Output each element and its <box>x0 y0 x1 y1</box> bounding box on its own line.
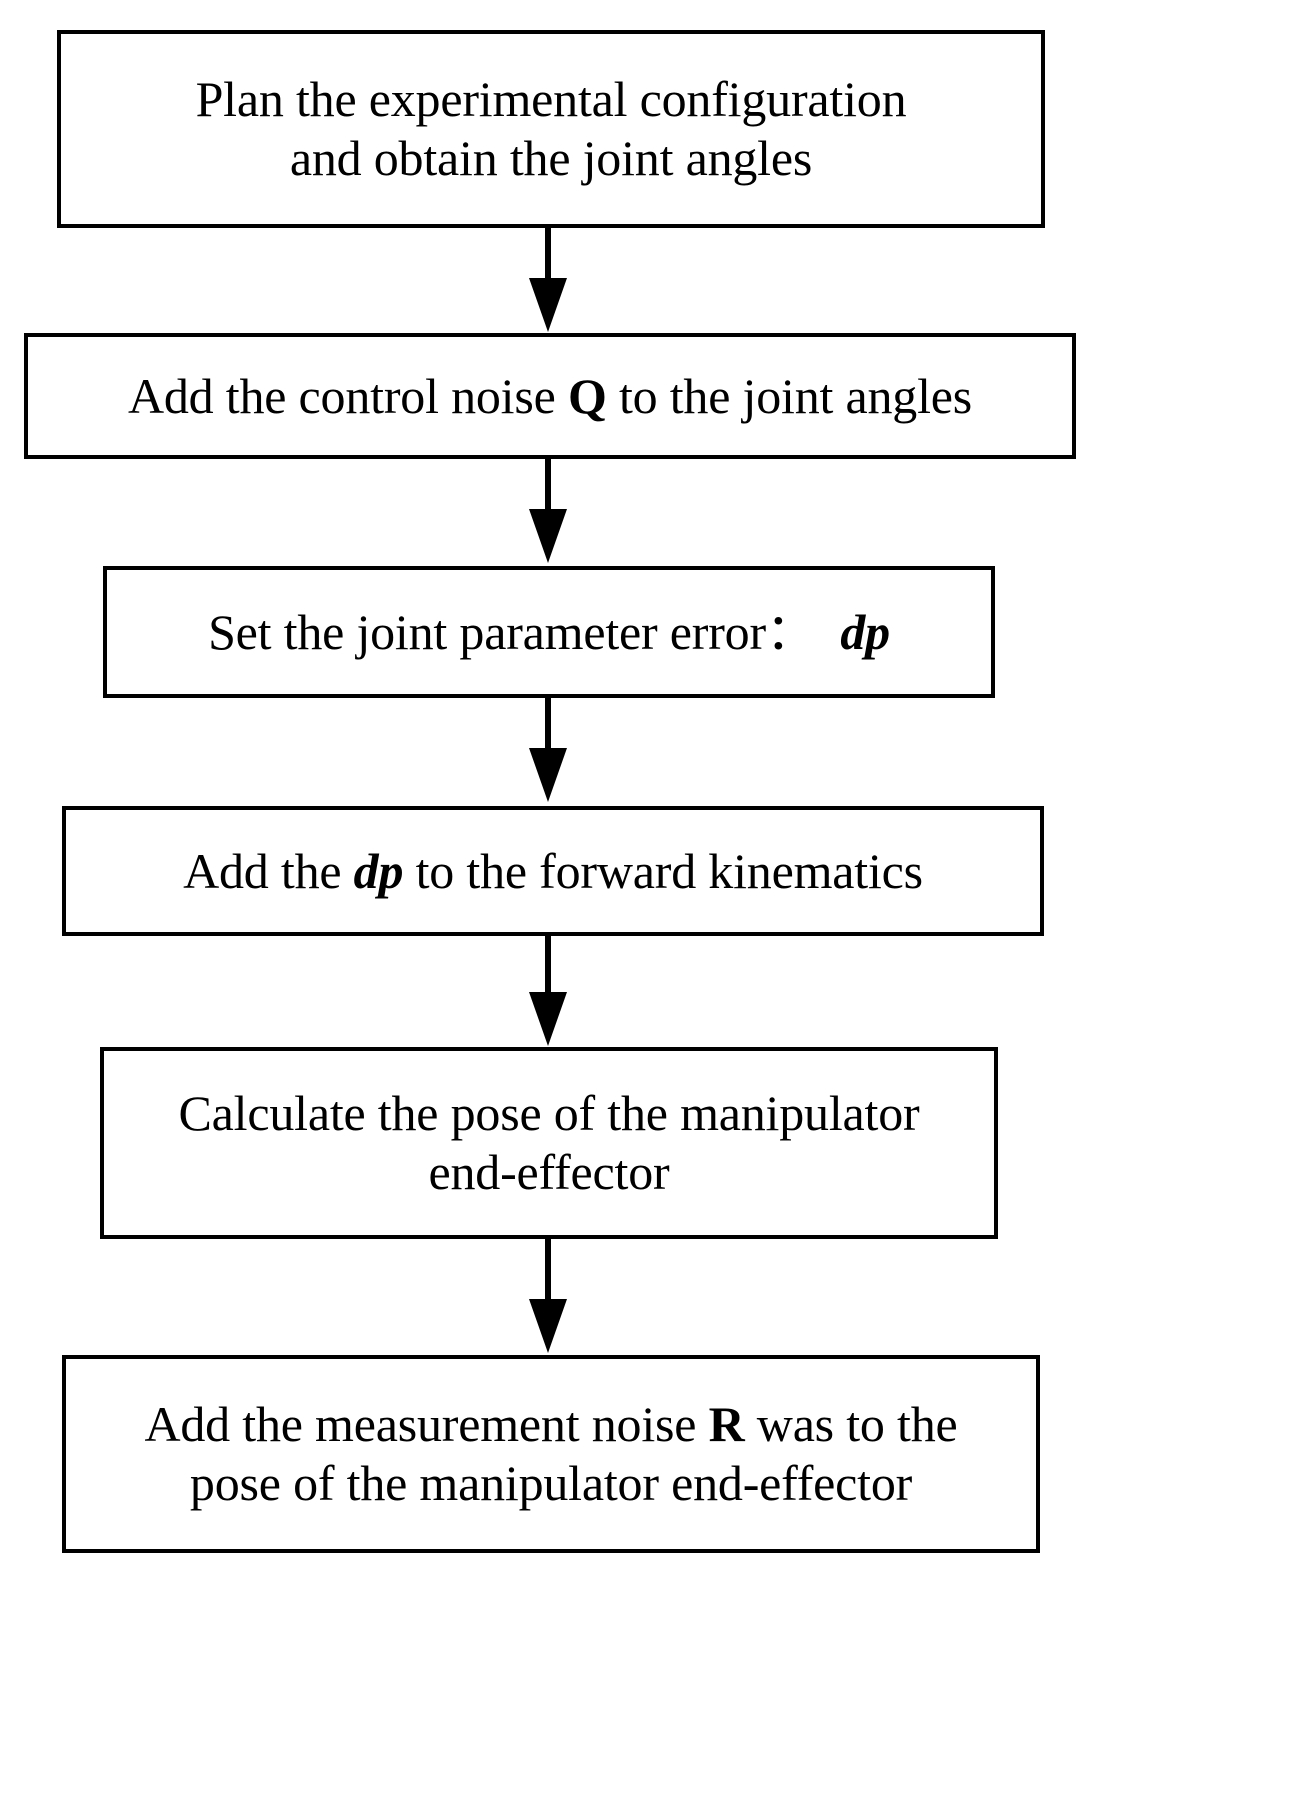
flow-node-3-text: Set the joint parameter error： dp <box>121 603 977 662</box>
flow-node-2-symbol-q: Q <box>567 367 607 424</box>
flow-node-6-text: Add the measurement noise R was to the p… <box>80 1395 1022 1513</box>
flow-node-3-symbol-dp: dp <box>840 603 890 660</box>
flow-node-plan-experimental-configuration[interactable]: Plan the experimental configuration and … <box>57 30 1045 228</box>
flow-node-1-text: Plan the experimental configuration and … <box>75 70 1027 188</box>
flow-node-calculate-pose[interactable]: Calculate the pose of the manipulator en… <box>100 1047 998 1239</box>
flow-node-4-suffix: to the forward kinematics <box>403 842 924 899</box>
flow-node-5-line-2: end-effector <box>428 1144 670 1200</box>
flow-node-2-text: Add the control noise Q to the joint ang… <box>42 367 1058 426</box>
flow-arrow-5-to-6-stem <box>545 1239 551 1301</box>
flow-arrow-1-to-2-head <box>529 278 567 332</box>
flow-node-2-suffix: to the joint angles <box>606 367 973 424</box>
flow-node-set-joint-parameter-error[interactable]: Set the joint parameter error： dp <box>103 566 995 698</box>
flow-node-add-control-noise[interactable]: Add the control noise Q to the joint ang… <box>24 333 1076 459</box>
flow-node-6-symbol-r: R <box>708 1396 745 1452</box>
flow-node-5-text: Calculate the pose of the manipulator en… <box>118 1084 980 1202</box>
flow-node-4-prefix: Add the <box>183 842 354 899</box>
flow-arrow-1-to-2-stem <box>545 228 551 280</box>
flow-arrow-5-to-6-head <box>529 1299 567 1353</box>
flow-arrow-4-to-5-stem <box>545 936 551 994</box>
flow-node-4-text: Add the dp to the forward kinematics <box>80 842 1026 901</box>
flow-node-4-symbol-dp: dp <box>353 842 404 899</box>
flow-node-3-prefix: Set the joint parameter error： <box>208 603 816 660</box>
flow-node-6-line-2: pose of the manipulator end-effector <box>189 1455 913 1511</box>
flow-arrow-4-to-5-head <box>529 992 567 1046</box>
flow-node-1-line-2: and obtain the joint angles <box>289 130 813 186</box>
flow-arrow-2-to-3-stem <box>545 459 551 511</box>
flow-arrow-3-to-4-head <box>529 748 567 802</box>
flow-arrow-2-to-3-head <box>529 509 567 563</box>
flow-arrow-3-to-4-stem <box>545 698 551 750</box>
flow-node-add-dp-forward-kinematics[interactable]: Add the dp to the forward kinematics <box>62 806 1044 936</box>
flow-node-5-line-1: Calculate the pose of the manipulator <box>178 1085 920 1141</box>
flow-node-6-suffix: was to the <box>744 1396 958 1452</box>
flow-node-1-line-1: Plan the experimental configuration <box>195 71 907 127</box>
flow-node-add-measurement-noise[interactable]: Add the measurement noise R was to the p… <box>62 1355 1040 1553</box>
flow-node-2-prefix: Add the control noise <box>127 367 568 424</box>
flow-node-6-prefix: Add the measurement noise <box>144 1396 709 1452</box>
